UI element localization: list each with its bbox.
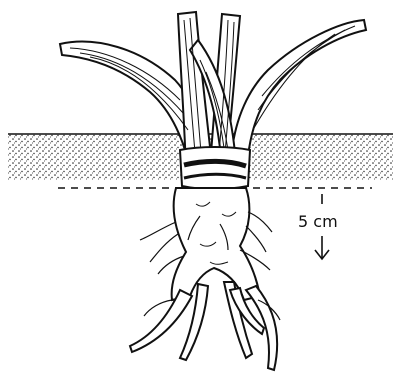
plant-crown: [180, 147, 250, 189]
depth-label: 5 cm: [298, 212, 338, 231]
